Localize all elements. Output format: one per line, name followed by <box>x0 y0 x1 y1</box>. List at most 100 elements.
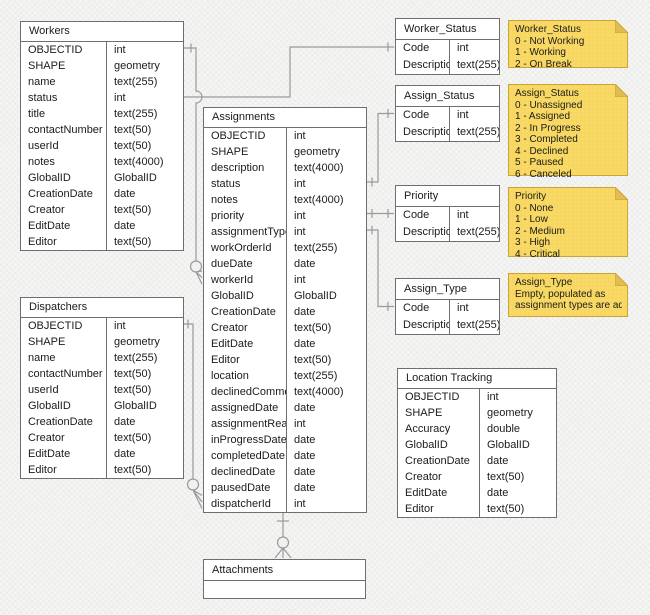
field-type <box>365 581 372 598</box>
field-name: Editor <box>211 354 240 366</box>
field-name: status <box>211 178 241 190</box>
note-line: 0 - Unassigned <box>515 99 583 111</box>
note-line: 4 - Critical <box>515 248 561 260</box>
note-line: 2 - Medium <box>515 225 566 237</box>
table-priority[interactable]: PriorityCodeintDescriptiontext(255) <box>395 185 500 242</box>
connector-priority-assignments[interactable] <box>366 209 394 218</box>
field-row <box>204 581 365 598</box>
field-name: CreationDate <box>28 416 93 428</box>
field-row: Descriptiontext(255) <box>396 124 499 141</box>
field-name: name <box>28 76 56 88</box>
field-name: status <box>28 92 58 104</box>
field-name: EditDate <box>28 448 71 460</box>
field-name: CreationDate <box>405 455 470 467</box>
table-worker_status[interactable]: Worker_StatusCodeintDescriptiontext(255) <box>395 18 500 75</box>
field-name: EditDate <box>405 487 448 499</box>
note-fold-icon <box>615 20 628 33</box>
field-row: Descriptiontext(255) <box>396 224 499 241</box>
note-line: assignment types are added <box>515 300 622 311</box>
field-type: double <box>479 421 556 437</box>
field-type: date <box>286 464 366 480</box>
field-type: date <box>286 336 366 352</box>
note-fold-icon <box>615 84 628 97</box>
field-name: Description <box>403 59 449 71</box>
table-attachments[interactable]: Attachments <box>203 559 366 599</box>
field-name: SHAPE <box>405 407 443 419</box>
field-row: Editor text(50) <box>204 352 366 368</box>
field-row: Descriptiontext(255) <box>396 57 499 74</box>
field-name: SHAPE <box>28 60 66 72</box>
field-name: Creator <box>28 432 65 444</box>
note-line: 1 - Working <box>515 47 566 58</box>
field-name: declinedComment <box>211 386 286 398</box>
field-name: Description <box>403 126 449 138</box>
note-line: 4 - Declined <box>515 145 569 157</box>
field-type: text(50) <box>286 352 366 368</box>
connector-assigntype-assignments[interactable] <box>366 225 394 312</box>
field-name: SHAPE <box>28 336 66 348</box>
field-type: date <box>106 446 183 462</box>
field-type: int <box>286 496 366 512</box>
note-line: 1 - Low <box>515 214 548 225</box>
field-name: declinedDate <box>211 466 276 478</box>
table-title: Assign_Status <box>396 86 499 107</box>
note-line: 0 - None <box>515 202 554 214</box>
field-type: text(4000) <box>106 154 183 170</box>
field-type: int <box>286 416 366 432</box>
table-title: Assign_Type <box>396 279 499 300</box>
table-assign_status[interactable]: Assign_StatusCodeintDescriptiontext(255) <box>395 85 500 142</box>
field-type: text(50) <box>479 501 556 517</box>
field-type: text(50) <box>106 122 183 138</box>
field-type: int <box>106 318 183 334</box>
field-name: userId <box>28 384 59 396</box>
field-type: int <box>286 224 366 240</box>
field-type: int <box>479 389 556 405</box>
field-type: int <box>449 107 499 124</box>
note-title: Assign_Type <box>515 277 573 288</box>
connector-dispatchers-assignments[interactable] <box>184 319 203 509</box>
field-name: contactNumber <box>28 368 103 380</box>
field-name: dueDate <box>211 258 253 270</box>
field-name: EditDate <box>28 220 71 232</box>
field-name: userId <box>28 140 59 152</box>
field-row: Descriptiontext(255) <box>396 317 499 334</box>
field-name: assignedDate <box>211 402 279 414</box>
table-assign_type[interactable]: Assign_TypeCodeintDescriptiontext(255) <box>395 278 500 335</box>
field-type: date <box>286 480 366 496</box>
connector-assignments-attachments[interactable] <box>274 512 292 559</box>
field-type: text(255) <box>106 106 183 122</box>
field-row: EditDate date <box>21 446 183 462</box>
table-title: Dispatchers <box>21 298 183 318</box>
connector-workers-assignments[interactable] <box>184 43 203 285</box>
connector-assignstatus-assignments[interactable] <box>366 109 394 187</box>
field-name: Creator <box>211 322 248 334</box>
connector-workerstatus-workers[interactable] <box>184 42 394 98</box>
note-line: 6 - Canceled <box>515 168 572 180</box>
field-type: date <box>286 432 366 448</box>
field-name: OBJECTID <box>28 44 83 56</box>
